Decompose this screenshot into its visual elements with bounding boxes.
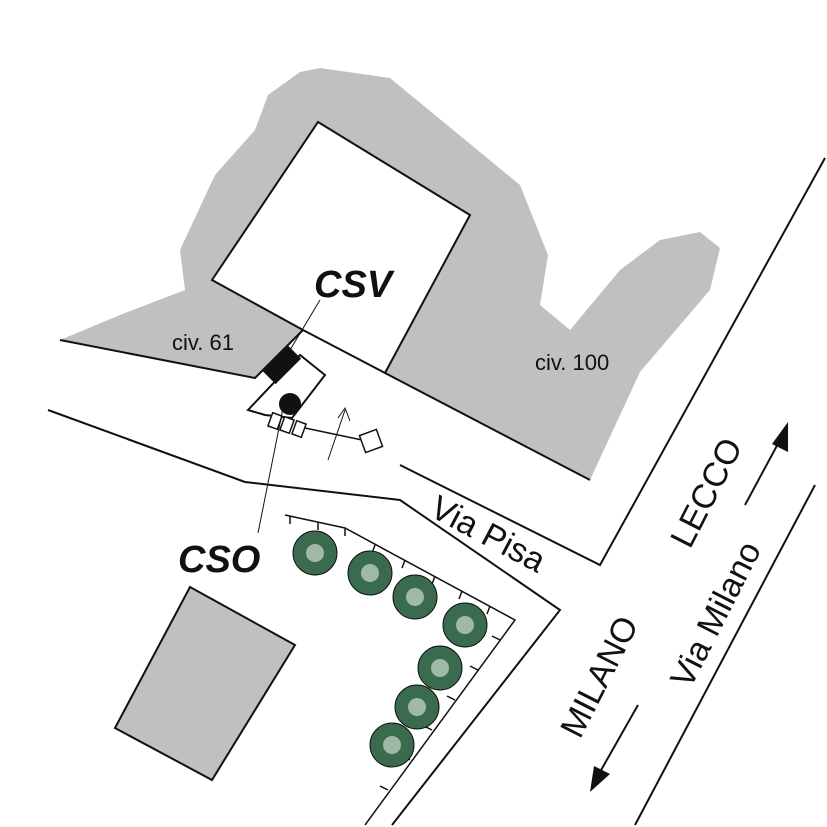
- entrance-box: [358, 428, 384, 454]
- label-lecco: LECCO: [663, 432, 750, 554]
- building-outline-left: [59, 329, 304, 380]
- tree-icon: [394, 684, 440, 730]
- via-milano-east-edge: [634, 484, 816, 826]
- tree-icon: [392, 574, 438, 620]
- label-csv: CSV: [314, 264, 395, 306]
- building-civ-61-100: [60, 68, 720, 480]
- building-outline-right: [384, 372, 591, 481]
- garden-border: [284, 514, 517, 826]
- via-pisa-north-edge: [399, 157, 826, 567]
- arrow-up-icon: [744, 422, 788, 506]
- label-cso: CSO: [178, 539, 260, 581]
- tree-icon: [292, 530, 338, 576]
- arrow-down-icon: [590, 704, 639, 792]
- courtyard: [210, 120, 472, 375]
- tree-icon: [442, 602, 488, 648]
- via-pisa-south-edge: [47, 409, 562, 826]
- entrance-arrow-icon: [327, 406, 351, 461]
- csv-marker: [262, 345, 302, 385]
- cso-marker: [279, 393, 301, 415]
- tree-icon: [369, 722, 415, 768]
- entrance-path: [304, 427, 363, 441]
- label-via-pisa: Via Pisa: [424, 489, 552, 581]
- building-south: [113, 585, 297, 782]
- csv-leader: [283, 299, 321, 361]
- trees: [292, 530, 488, 768]
- entrance-steps: [266, 411, 308, 439]
- cso-leader: [257, 407, 284, 534]
- tree-icon: [347, 550, 393, 596]
- label-milano: MILANO: [553, 610, 646, 743]
- tree-icon: [417, 645, 463, 691]
- garden-ticks: [289, 516, 501, 791]
- label-civ-61: civ. 61: [172, 330, 234, 355]
- label-civ-100: civ. 100: [535, 350, 609, 375]
